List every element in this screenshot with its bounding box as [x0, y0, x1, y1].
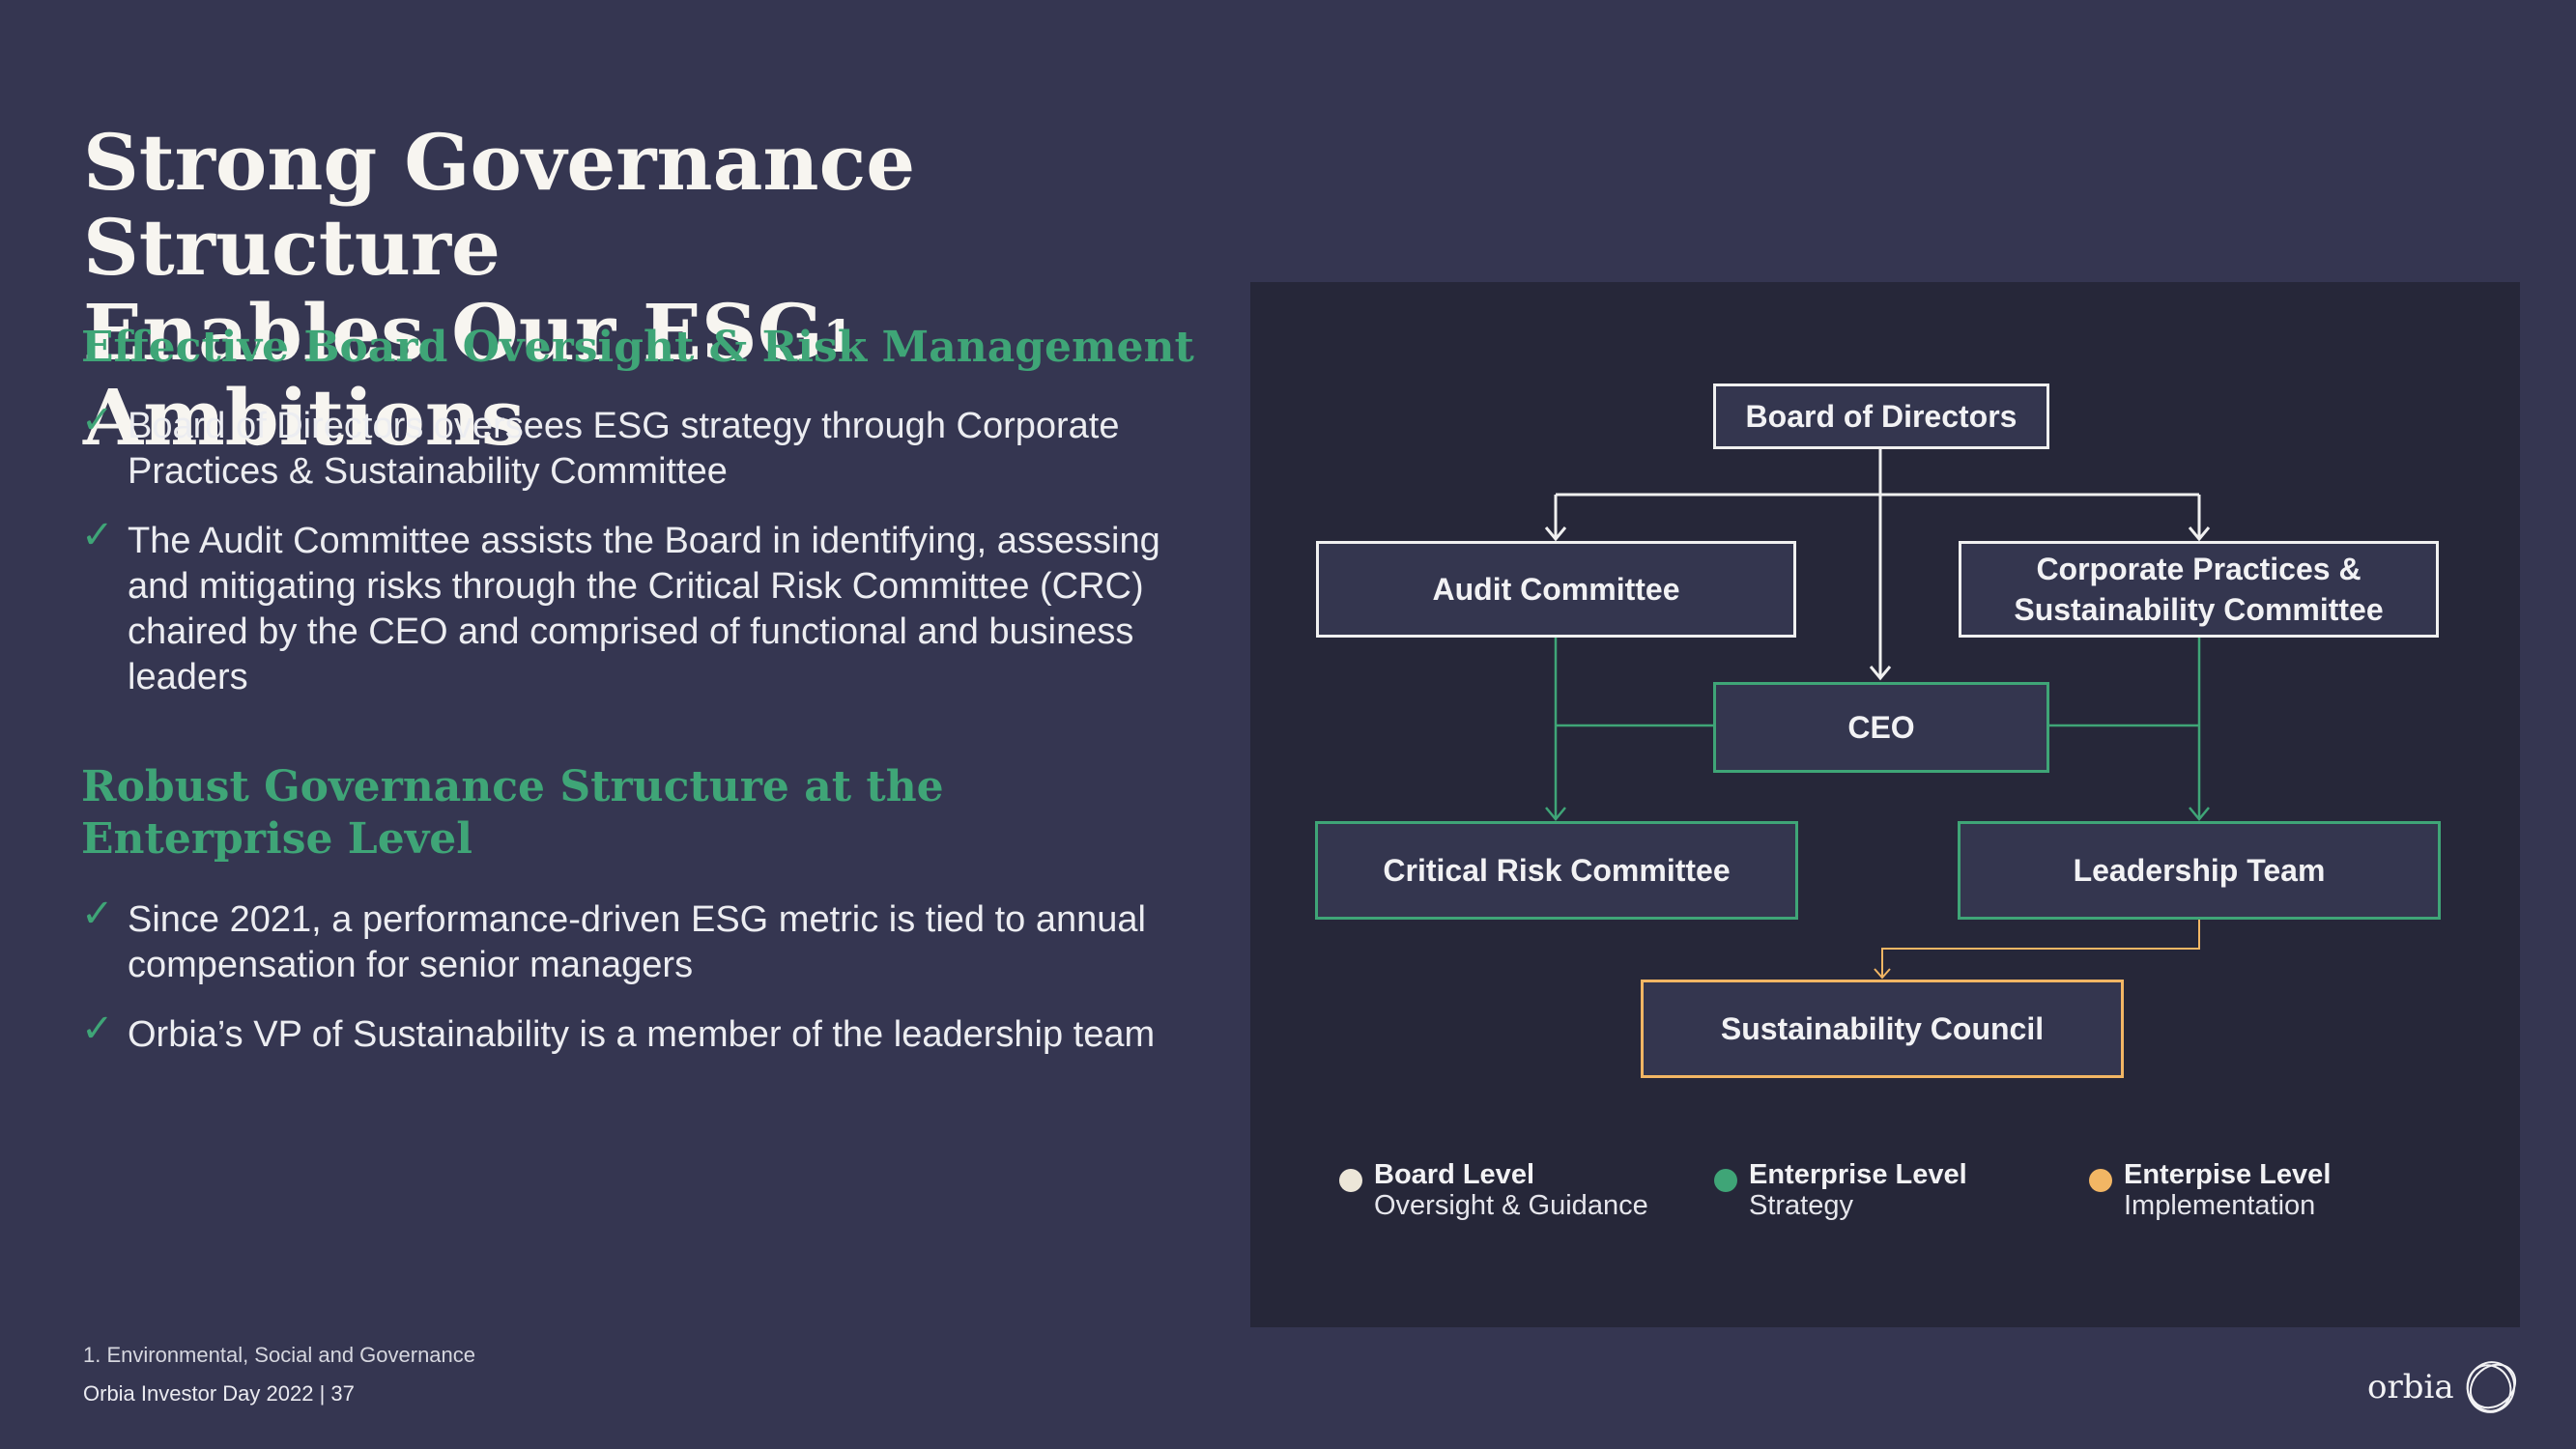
diagram-connectors: [1544, 448, 2211, 980]
sustainability-council-box: Sustainability Council: [1641, 980, 2124, 1078]
checkmark-icon: ✓: [81, 399, 114, 441]
checkmark-icon: ✓: [81, 1008, 114, 1050]
bullet-text: The Audit Committee assists the Board in…: [128, 521, 1160, 697]
title-line-2a: Enables Our ESG: [83, 287, 824, 378]
checkmark-icon: ✓: [81, 893, 114, 935]
board-of-directors-box: Board of Directors: [1713, 384, 2049, 449]
footnote: 1. Environmental, Social and Governance: [83, 1343, 476, 1367]
bullet-item: ✓ Orbia’s VP of Sustainability is a memb…: [81, 1008, 1202, 1058]
slide-title: Strong Governance Structure Enables Our …: [83, 120, 1243, 460]
bullet-text: Since 2021, a performance-driven ESG met…: [128, 899, 1146, 985]
orbia-logo: orbia: [2367, 1356, 2522, 1418]
audit-committee-box: Audit Committee: [1316, 541, 1796, 638]
title-line-1: Strong Governance Structure: [83, 117, 916, 293]
legend-dot-icon: [1339, 1169, 1362, 1192]
legend-title: Enterprise Level: [1749, 1159, 1967, 1190]
legend-item-enterprise-implementation: Enterpise Level Implementation: [2089, 1159, 2331, 1221]
legend-item-enterprise-strategy: Enterprise Level Strategy: [1714, 1159, 1967, 1221]
legend-item-board-level: Board Level Oversight & Guidance: [1339, 1159, 1648, 1221]
legend-dot-icon: [1714, 1169, 1737, 1192]
section-2-heading: Robust Governance Structure at the Enter…: [81, 762, 944, 864]
section-1-heading: Effective Board Oversight & Risk Managem…: [81, 323, 1194, 372]
orbia-swirl-icon: [2466, 1361, 2516, 1413]
legend-title: Board Level: [1374, 1159, 1534, 1190]
checkmark-icon: ✓: [81, 514, 114, 556]
bullet-text: Board of Directors oversees ESG strategy…: [128, 406, 1120, 492]
ceo-box: CEO: [1713, 682, 2049, 773]
bullet-text: Orbia’s VP of Sustainability is a member…: [128, 1014, 1156, 1055]
governance-diagram: Board of Directors Audit Committee Corpo…: [1250, 282, 2520, 1327]
title-line-2b: Ambitions: [83, 372, 525, 463]
logo-text: orbia: [2367, 1368, 2454, 1406]
leadership-team-box: Leadership Team: [1958, 821, 2441, 920]
legend-subtitle: Implementation: [2124, 1190, 2316, 1221]
footnote-ref: 1: [823, 310, 855, 362]
corporate-practices-box: Corporate Practices & Sustainability Com…: [1959, 541, 2439, 638]
bullet-item: ✓ Since 2021, a performance-driven ESG m…: [81, 893, 1202, 988]
bullet-item: ✓ Board of Directors oversees ESG strate…: [81, 399, 1202, 495]
legend-dot-icon: [2089, 1169, 2112, 1192]
legend-subtitle: Oversight & Guidance: [1374, 1190, 1648, 1221]
legend-subtitle: Strategy: [1749, 1190, 1853, 1221]
critical-risk-committee-box: Critical Risk Committee: [1315, 821, 1798, 920]
legend-title: Enterpise Level: [2124, 1159, 2332, 1190]
bullet-item: ✓ The Audit Committee assists the Board …: [81, 514, 1202, 700]
page-footer: Orbia Investor Day 2022 | 37: [83, 1381, 355, 1406]
